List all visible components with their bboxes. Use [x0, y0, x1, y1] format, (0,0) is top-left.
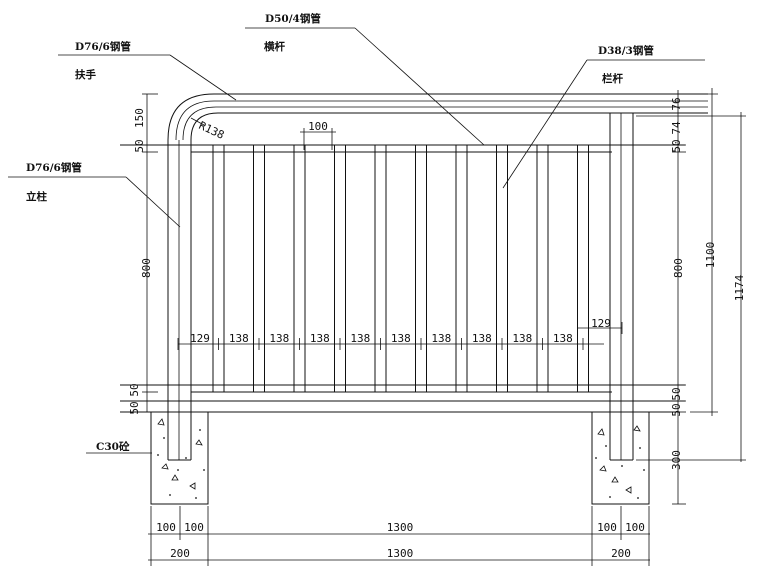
right-dimension-chain: 76 74 50 800 50 50 300 1100 1174 [636, 88, 746, 505]
baluster-6 [415, 144, 427, 393]
balusters [212, 144, 589, 393]
dim-right-74: 74 [670, 121, 683, 135]
bottom-dimensions: 100 100 1300 100 100 200 1300 200 [148, 506, 650, 566]
dim-bottom-1300-b: 1300 [387, 547, 414, 560]
top-spacing-dimension: 100 [300, 120, 336, 150]
callout-post: D76/6钢管 立柱 [8, 161, 181, 228]
callout-concrete: C30砼 [86, 440, 152, 454]
right-footing [591, 411, 650, 505]
left-post [168, 140, 191, 461]
callout-rail: D50/4钢管 横杆 [245, 12, 485, 146]
baluster-2 [253, 144, 265, 393]
concrete-label: C30砼 [96, 440, 130, 453]
callout-baluster: D38/3钢管 栏杆 [502, 44, 705, 189]
dim-bottom-100-c: 100 [597, 521, 617, 534]
dim-right-800: 800 [672, 258, 685, 278]
dim-left-800: 800 [140, 258, 153, 278]
callout-handrail: D76/6钢管 扶手 [58, 40, 237, 101]
rail-name-label: 横杆 [264, 40, 285, 53]
baluster-bay-dimensions: 129 129 138 138 138 138 138 138 138 138 138 [177, 317, 623, 350]
rail-spec-label: D50/4钢管 [265, 12, 321, 25]
dim-right-50-top: 50 [670, 139, 683, 152]
right-post [609, 113, 634, 461]
dim-bottom-200-left: 200 [170, 547, 190, 560]
dim-bay-138-6: 138 [431, 332, 451, 345]
baluster-7 [455, 144, 468, 393]
dim-left-150: 150 [133, 108, 146, 128]
dim-last-gap-129: 129 [591, 317, 611, 330]
dim-bay-138-1: 138 [229, 332, 249, 345]
dim-total-1174: 1174 [733, 274, 746, 301]
baluster-1 [212, 144, 225, 393]
baluster-spec-label: D38/3钢管 [598, 44, 654, 57]
baluster-5 [374, 144, 387, 393]
dim-bay-138-8: 138 [512, 332, 532, 345]
dim-left-50-mid: 50 [128, 383, 141, 396]
post-spec-label: D76/6钢管 [26, 161, 82, 174]
left-footing [150, 411, 209, 505]
baluster-4 [334, 144, 346, 393]
handrail [167, 93, 708, 460]
handrail-spec-label: D76/6钢管 [75, 40, 131, 53]
dim-bottom-200-right: 200 [611, 547, 631, 560]
dim-bay-138-3: 138 [310, 332, 330, 345]
baluster-9 [536, 144, 549, 393]
dim-bottom-100-d: 100 [625, 521, 645, 534]
baluster-10 [577, 144, 589, 393]
dim-bottom-100-a: 100 [156, 521, 176, 534]
dim-bay-138-5: 138 [391, 332, 411, 345]
dim-bottom-1300-a: 1300 [387, 521, 414, 534]
dim-spacing-100: 100 [308, 120, 328, 133]
baluster-name-label: 栏杆 [602, 72, 623, 85]
dim-left-50-bottom: 50 [128, 401, 141, 414]
dim-bay-138-7: 138 [472, 332, 492, 345]
horizontal-rails [120, 144, 685, 402]
dim-right-76: 76 [670, 97, 683, 110]
dim-bay-138-2: 138 [269, 332, 289, 345]
radius-label: R138 [197, 119, 227, 142]
dim-right-50-mid: 50 [670, 387, 683, 400]
dim-right-50-bottom: 50 [670, 403, 683, 416]
post-name-label: 立柱 [26, 190, 47, 203]
dim-bay-138-9: 138 [553, 332, 573, 345]
dim-first-gap-129: 129 [190, 332, 210, 345]
dim-bay-138-4: 138 [350, 332, 370, 345]
dim-total-1100: 1100 [704, 242, 717, 269]
baluster-8 [496, 144, 508, 393]
baluster-3 [293, 144, 306, 393]
left-dimension-chain: 150 50 800 50 50 [128, 93, 158, 415]
handrail-name-label: 扶手 [75, 68, 96, 81]
dim-bottom-100-b: 100 [184, 521, 204, 534]
dim-left-50-top: 50 [133, 139, 146, 152]
